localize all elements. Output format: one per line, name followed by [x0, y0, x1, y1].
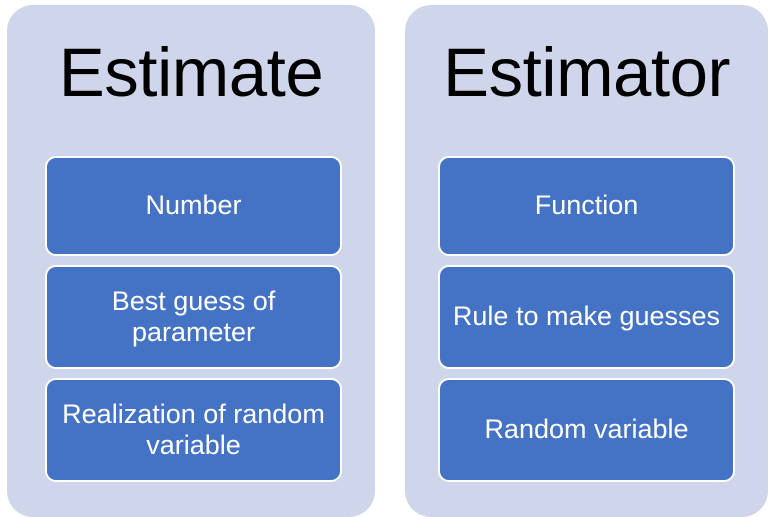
panel-estimate: Estimate Number Best guess of parameter … — [7, 5, 375, 517]
estimate-card-2-label: Best guess of parameter — [111, 285, 276, 347]
panel-estimate-title: Estimate — [58, 34, 324, 111]
estimator-card-1[interactable]: Function — [438, 156, 735, 256]
estimate-card-1-label: Number — [145, 190, 242, 221]
estimate-card-1[interactable]: Number — [45, 156, 342, 256]
estimate-card-3-label: Realization of random variable — [62, 398, 325, 460]
estimator-card-3[interactable]: Random variable — [438, 378, 735, 482]
estimate-card-3[interactable]: Realization of random variable — [45, 378, 342, 482]
panel-estimator-title: Estimator — [443, 34, 730, 111]
estimate-card-2[interactable]: Best guess of parameter — [45, 265, 342, 369]
estimator-card-1-label: Function — [534, 190, 639, 221]
estimator-card-3-label: Random variable — [484, 414, 689, 445]
estimator-card-2[interactable]: Rule to make guesses — [438, 265, 735, 369]
estimator-card-2-label: Rule to make guesses — [452, 301, 721, 332]
panel-estimator: Estimator Function Rule to make guesses … — [405, 5, 768, 517]
